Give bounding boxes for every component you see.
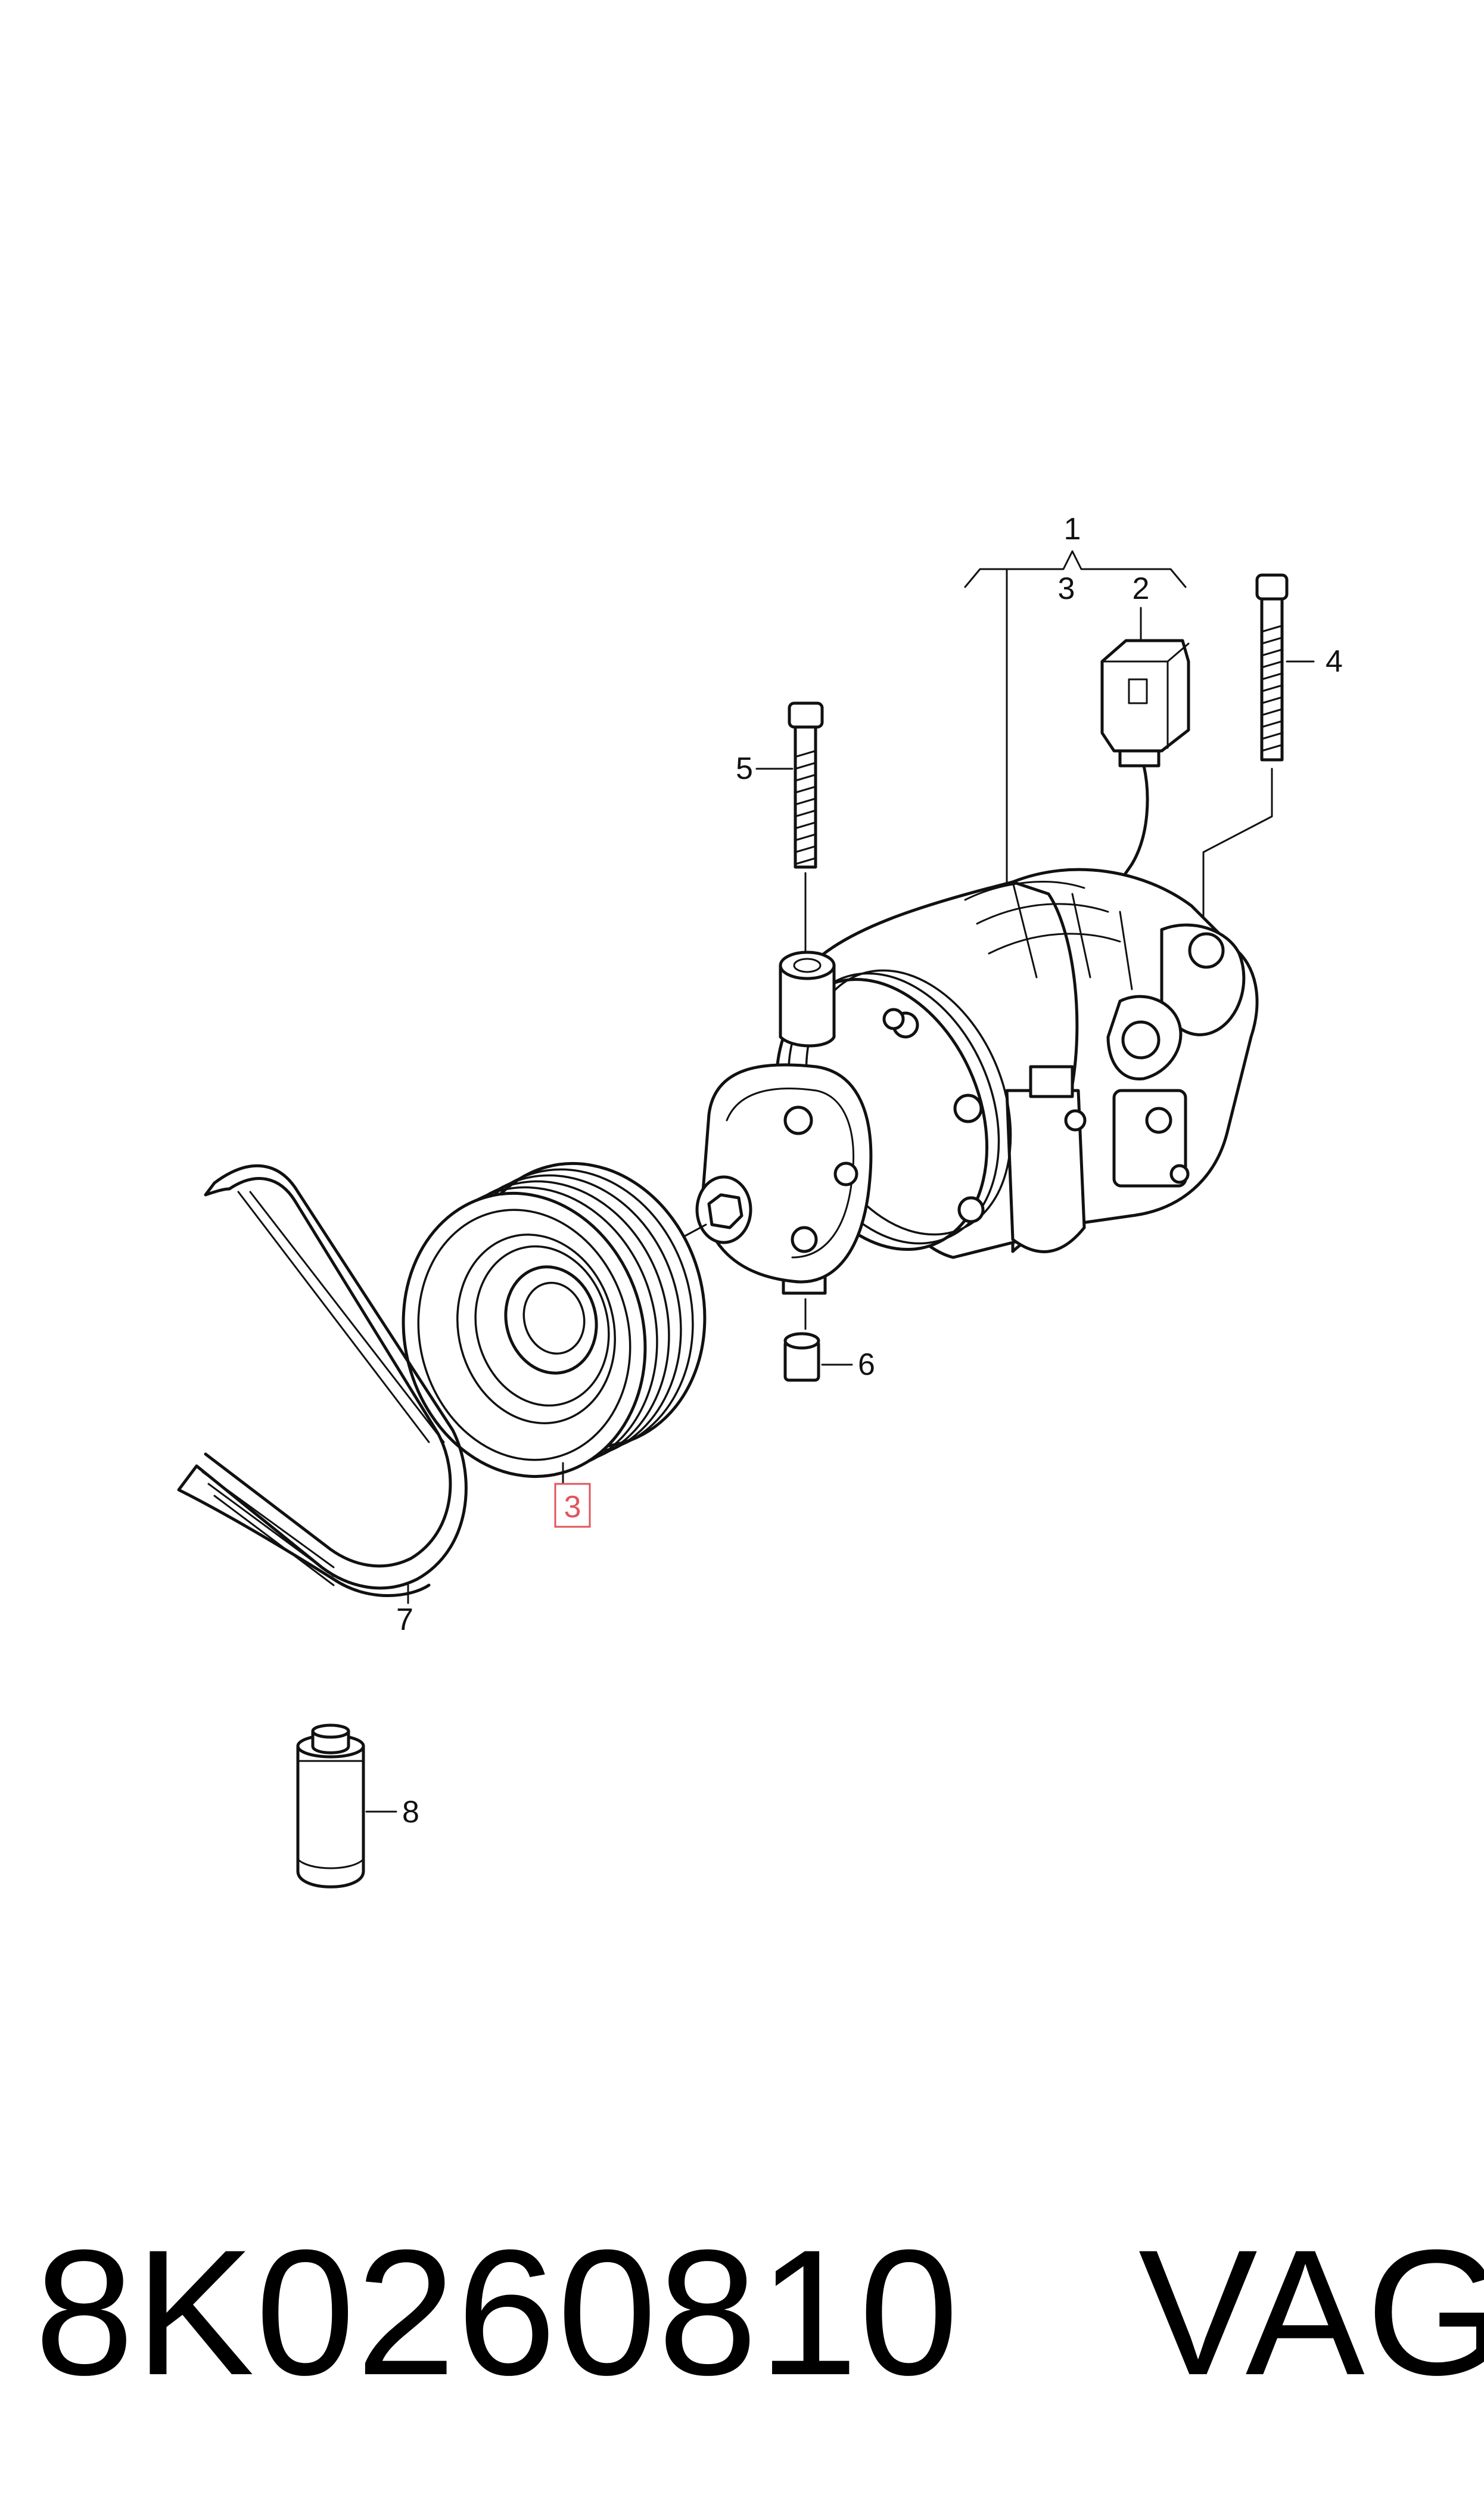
bushing-part-6 — [783, 1298, 853, 1382]
pulley-part-3 — [402, 1161, 707, 1485]
bolt-part-5 — [755, 701, 824, 961]
part-number-footer: 8K0260810 VAG — [35, 2211, 1484, 2414]
group-bracket-1 — [964, 550, 1187, 883]
bolt-part-4 — [1202, 573, 1315, 931]
callout-5: 5 — [736, 751, 753, 786]
part-number: 8K0260810 — [35, 2212, 960, 2412]
callout-3-group: 3 — [1058, 571, 1075, 606]
callout-3-highlight[interactable]: 3 — [554, 1483, 591, 1528]
callout-4: 4 — [1326, 644, 1343, 679]
brand-label: VAG — [1138, 2212, 1484, 2412]
callout-7: 7 — [396, 1602, 413, 1637]
callout-1: 1 — [1064, 512, 1081, 546]
callout-2: 2 — [1133, 571, 1150, 606]
ac-compressor-body — [666, 868, 1259, 1295]
bottle-part-8 — [296, 1723, 397, 1889]
callout-3-pulley[interactable]: 3 — [564, 1490, 581, 1524]
drive-belt-part-7 — [177, 1164, 468, 1604]
callout-6: 6 — [858, 1347, 875, 1382]
callout-8: 8 — [402, 1795, 419, 1830]
connector-part-2 — [1100, 607, 1190, 896]
